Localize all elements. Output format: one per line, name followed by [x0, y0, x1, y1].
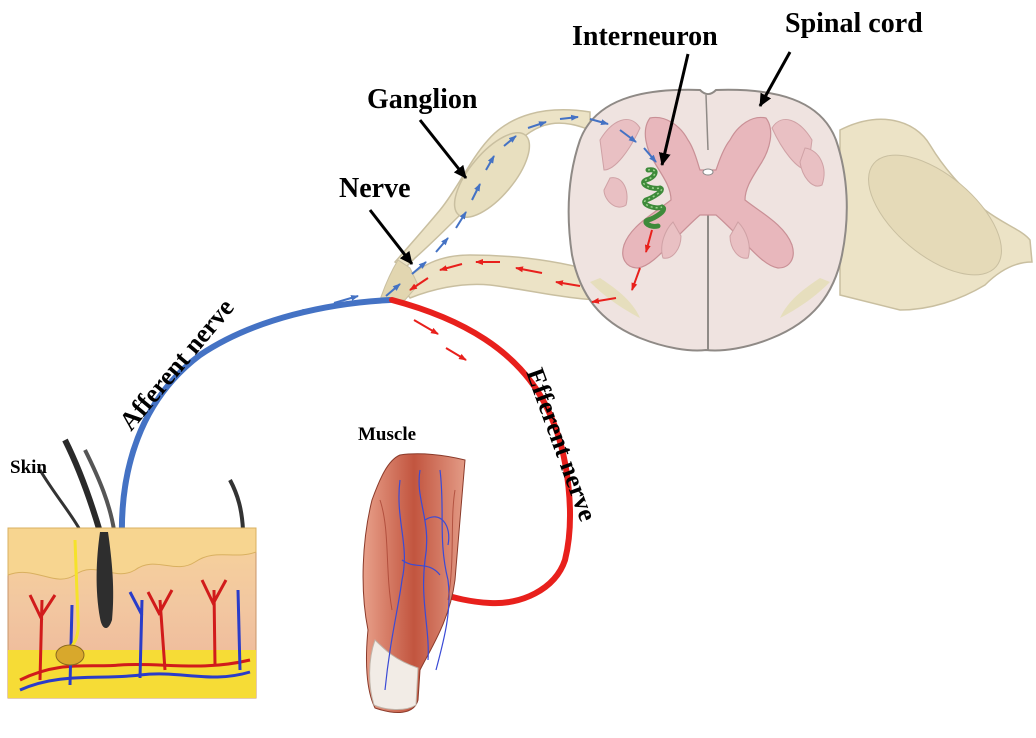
- interneuron-label: Interneuron: [572, 21, 718, 52]
- muscle-illustration: [363, 454, 465, 713]
- ganglion-label: Ganglion: [367, 84, 478, 115]
- ganglion-pointer: [420, 120, 466, 178]
- nerve-pointer: [370, 210, 412, 264]
- skin-cross-section: [8, 440, 256, 698]
- efferent-nerve-label: Efferent nerve: [520, 364, 602, 525]
- skin-label: Skin: [10, 457, 47, 478]
- nerve-label: Nerve: [339, 173, 411, 204]
- afferent-nerve-path: [122, 300, 390, 540]
- muscle-label: Muscle: [358, 424, 416, 445]
- spinal-cord-cross-section: [380, 90, 1032, 351]
- spinal-cord-label: Spinal cord: [785, 8, 923, 39]
- afferent-nerve-label: Afferent nerve: [113, 293, 239, 436]
